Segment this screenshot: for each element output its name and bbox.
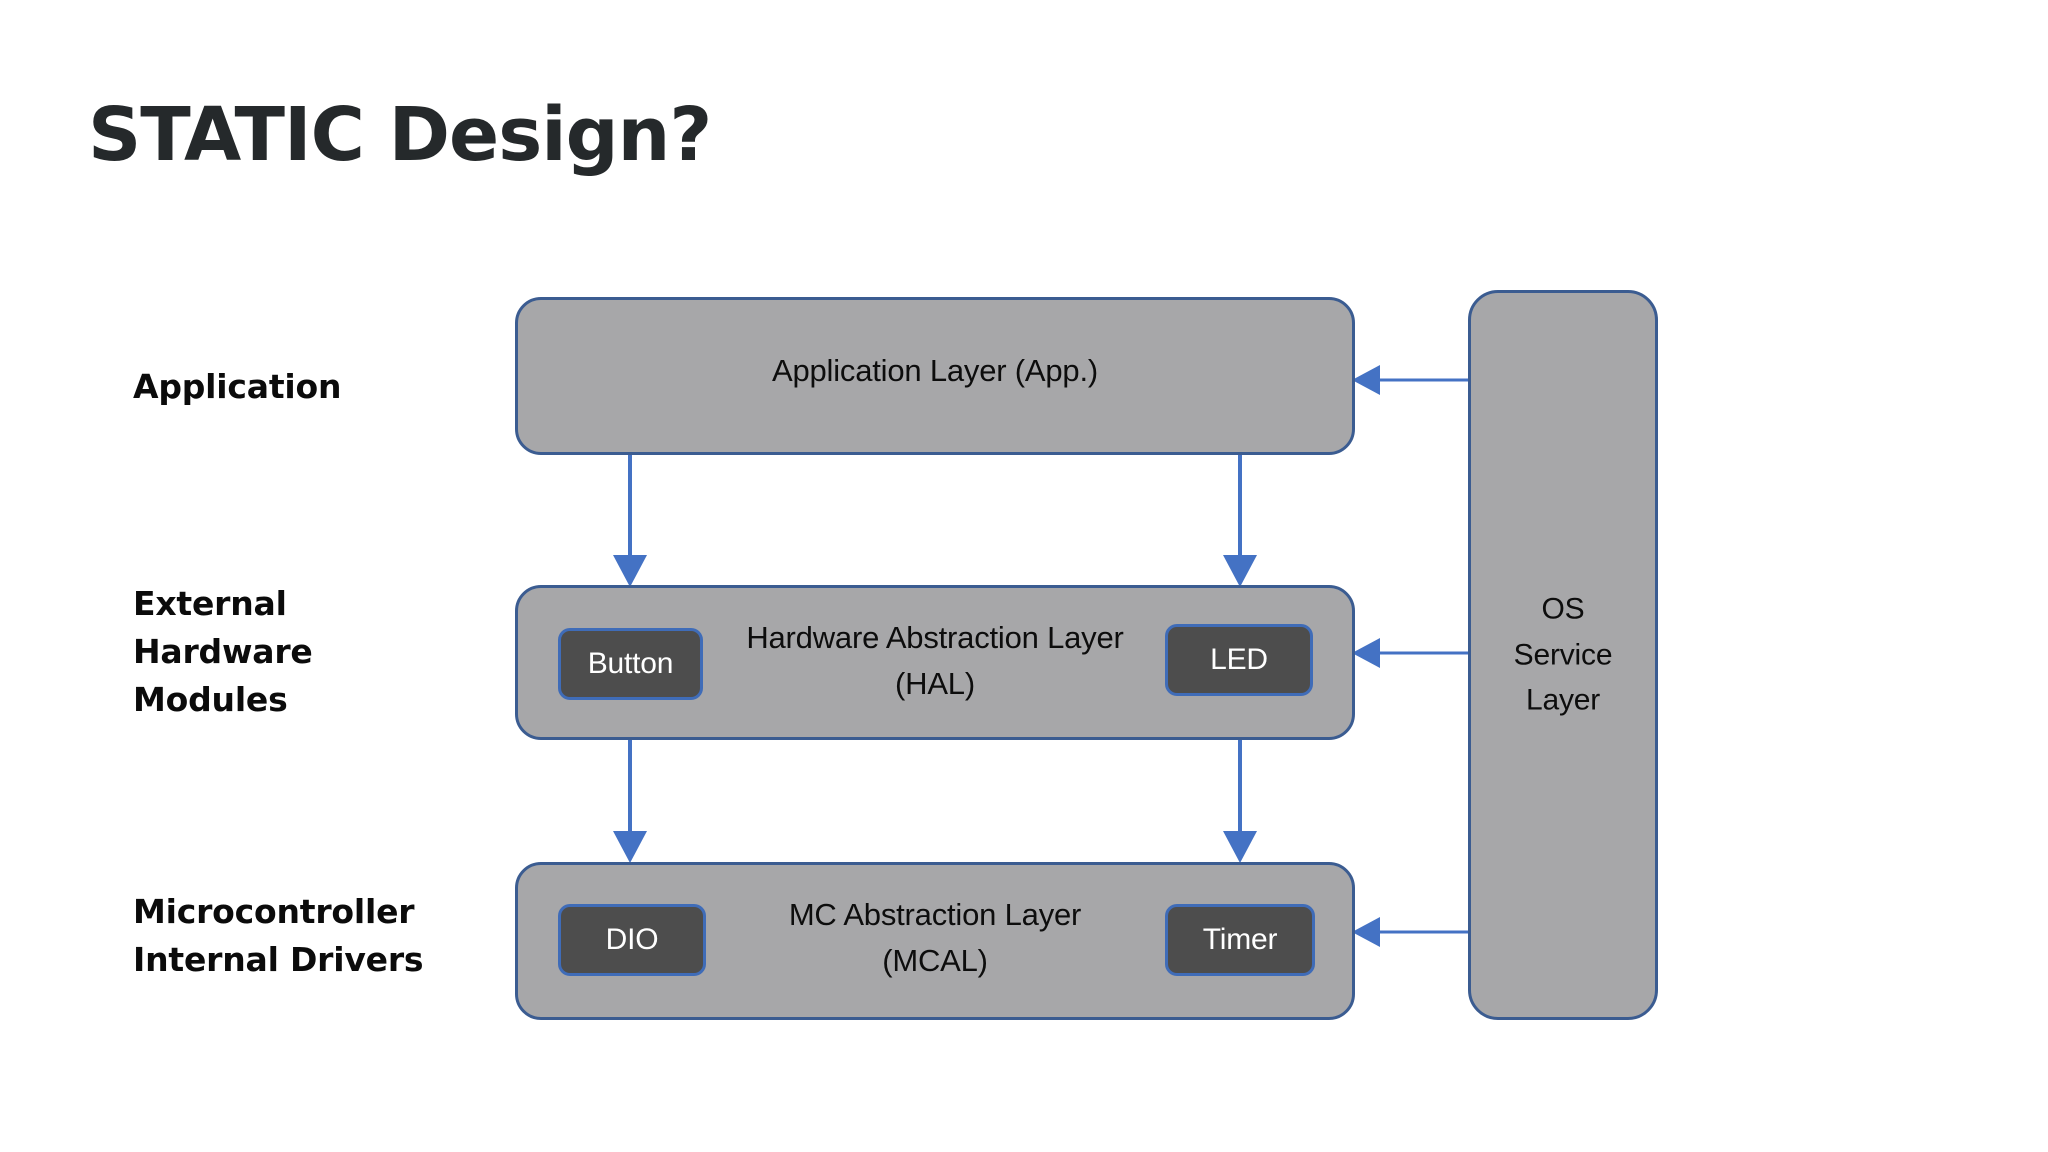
- module-chip-dio[interactable]: DIO: [558, 904, 706, 976]
- connector-app-to-hal-right: [1190, 455, 1310, 590]
- module-chip-timer[interactable]: Timer: [1165, 904, 1315, 976]
- layer-box-hal[interactable]: Hardware Abstraction Layer (HAL): [515, 585, 1355, 740]
- row-label-line: Microcontroller: [133, 892, 415, 931]
- module-chip-led[interactable]: LED: [1165, 624, 1313, 696]
- row-label-line: Modules: [133, 679, 288, 719]
- connector-hal-to-mcal-left: [580, 740, 700, 866]
- row-label-microcontroller-internal-drivers: Microcontroller Internal Drivers: [133, 888, 424, 984]
- layer-title-line: Service: [1513, 638, 1613, 672]
- connector-app-to-hal-left: [580, 455, 700, 590]
- row-label-line: External: [133, 584, 287, 623]
- connector-os-to-application: [1340, 360, 1480, 400]
- layer-title-line: Hardware Abstraction Layer: [746, 620, 1124, 655]
- row-label-external-hardware-modules: External Hardware Modules: [133, 580, 313, 724]
- layer-title-mcal: MC Abstraction Layer (MCAL): [518, 892, 1352, 984]
- layer-title-line: OS: [1541, 592, 1585, 626]
- connector-os-to-mcal: [1340, 912, 1480, 952]
- connector-os-to-hal: [1340, 633, 1480, 673]
- layer-box-os-service[interactable]: OS Service Layer: [1468, 290, 1658, 1020]
- layer-title-line: (HAL): [895, 665, 975, 701]
- layer-title-application: Application Layer (App.): [771, 353, 1099, 388]
- connector-hal-to-mcal-right: [1190, 740, 1310, 866]
- layer-title-os-service: OS Service Layer: [1471, 587, 1655, 724]
- layer-title-line: (MCAL): [882, 942, 988, 978]
- module-chip-button[interactable]: Button: [558, 628, 703, 700]
- row-label-application: Application: [133, 367, 342, 406]
- layer-title-line: Layer: [1525, 683, 1601, 717]
- layer-title-line: MC Abstraction Layer: [788, 897, 1082, 932]
- row-label-line: Hardware: [133, 631, 313, 671]
- layer-title-hal: Hardware Abstraction Layer (HAL): [518, 615, 1352, 707]
- page-title: STATIC Design?: [88, 92, 712, 178]
- layer-box-application[interactable]: Application Layer (App.): [515, 297, 1355, 455]
- row-label-line: Internal Drivers: [133, 939, 424, 979]
